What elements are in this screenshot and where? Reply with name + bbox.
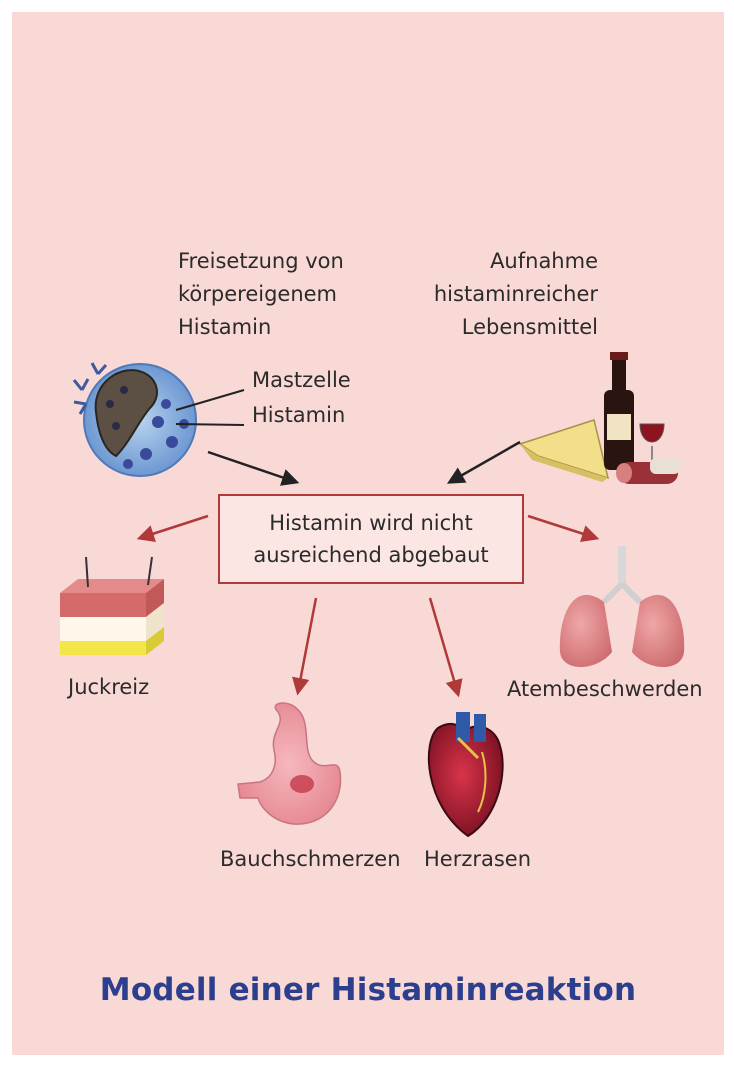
lungs-icon [560,546,684,667]
arrow-center-to-breath [528,516,596,538]
skin-icon [60,557,164,655]
symptom-breath-label: Atembeschwerden [507,677,703,701]
symptom-itch-label: Juckreiz [68,675,149,699]
wine-cheese-food-icon [520,352,680,484]
symptom-heart-label: Herzrasen [424,847,531,871]
source-endogenous-line-3: Histamin [178,311,344,344]
center-line-2: ausreichend abgebaut [253,539,488,571]
mast-cell-icon [74,363,244,476]
arrow-center-to-itch [140,516,208,538]
arrow-endogenous-to-center [208,452,296,482]
source-dietary-line-1: Aufnahme [434,245,598,278]
arrow-dietary-to-center [450,442,520,482]
arrow-center-to-stomach [298,598,316,692]
histamine-label: Histamin [252,399,345,432]
heart-icon [429,712,503,836]
center-line-1: Histamin wird nicht [269,507,472,539]
arrow-center-to-heart [430,598,458,694]
center-box: Histamin wird nicht ausreichend abgebaut [218,494,524,584]
diagram-canvas: Freisetzung von körpereigenem Histamin A… [12,12,724,1055]
source-endogenous-line-2: körpereigenem [178,278,344,311]
source-dietary-label: Aufnahme histaminreicher Lebensmittel [434,245,598,344]
mast-cell-label: Mastzelle [252,364,351,397]
symptom-stomach-label: Bauchschmerzen [220,847,401,871]
source-dietary-line-2: histaminreicher [434,278,598,311]
source-endogenous-label: Freisetzung von körpereigenem Histamin [178,245,344,344]
stomach-icon [238,703,341,824]
source-endogenous-line-1: Freisetzung von [178,245,344,278]
page-title: Modell einer Histaminreaktion [12,972,724,1008]
source-dietary-line-3: Lebensmittel [434,311,598,344]
